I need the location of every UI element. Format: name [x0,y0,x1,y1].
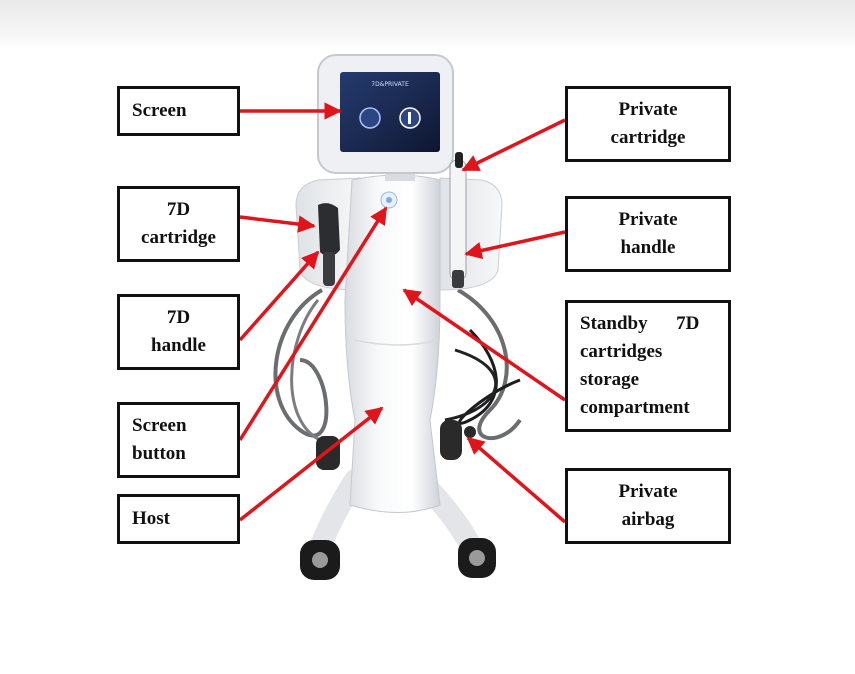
arrow-screen-button [238,206,388,441]
label-private-airbag: Private airbag [565,468,731,544]
arrow-private-handle [464,230,566,260]
label-private-airbag-line-1: Private [618,481,678,502]
label-7d-cartridge: 7D cartridge [117,186,240,262]
label-private-handle: Private handle [565,196,731,272]
label-screen-button-line-1: Screen [132,415,187,436]
arrow-host [238,406,384,522]
label-7d-handle-line-1: 7D [166,307,191,328]
label-private-cartridge-line-2: cartridge [610,127,686,148]
cable-left [273,288,329,438]
screen-display [340,72,440,152]
label-standby-storage-line-4: compartment [580,397,690,418]
label-private-cartridge: Private cartridge [565,86,731,162]
label-screen-button-line-2: button [132,443,186,464]
label-standby-storage-line-3: storage [580,369,640,390]
label-standby-storage-line-2: cartridges [580,341,663,362]
label-7d-cartridge-line-1: 7D [166,199,191,220]
7d-handle-graphic [318,203,340,257]
label-screen: Screen [117,86,240,136]
label-standby-storage: Standby 7D cartridges storage compartmen… [565,300,731,432]
host-body [344,174,441,513]
label-private-cartridge-line-1: Private [618,99,678,120]
screen-title-text: 7D&PRIVATE [371,81,409,88]
label-7d-cartridge-line-2: cartridge [141,227,216,248]
label-private-airbag-line-2: airbag [621,509,675,530]
top-gradient-bar [0,0,855,48]
label-private-handle-line-1: Private [618,209,678,230]
label-screen-line-1: Screen [132,100,187,121]
label-7d-handle: 7D handle [117,294,240,370]
label-private-handle-line-2: handle [620,237,676,258]
label-host-line-1: Host [132,508,170,529]
cable-right [456,288,522,440]
label-7d-handle-line-2: handle [151,335,206,356]
arrow-private-cartridge [461,118,566,172]
label-standby-storage-line-1: Standby 7D [580,313,700,334]
private-airbag-graphic [440,420,462,460]
arrow-standby-storage [402,288,566,402]
arrow-7d-handle [238,250,320,342]
label-screen-button: Screen button [117,402,240,478]
arrow-7d-cartridge [239,215,316,233]
arrow-private-airbag [466,436,567,524]
label-host: Host [117,494,240,544]
